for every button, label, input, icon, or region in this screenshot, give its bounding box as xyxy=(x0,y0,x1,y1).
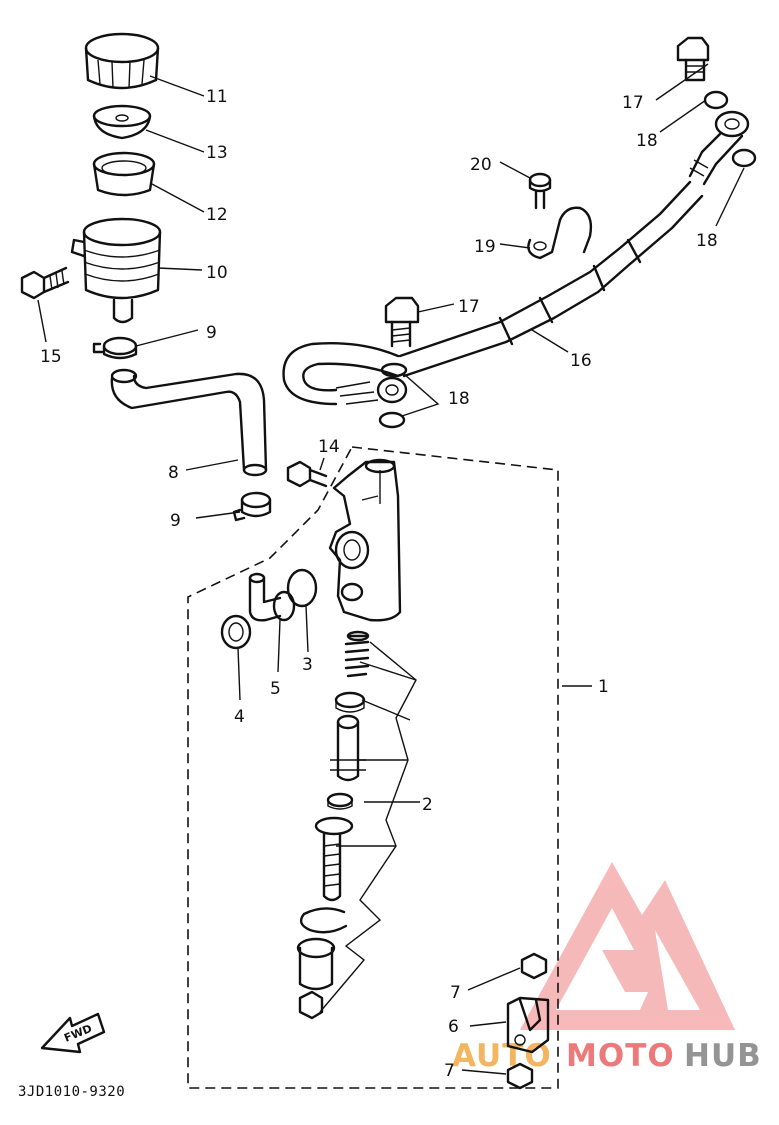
label-13: 13 xyxy=(206,143,228,163)
reservoir-bolt xyxy=(20,266,70,300)
label-7a: 7 xyxy=(450,983,461,1003)
circlip xyxy=(220,614,252,650)
label-9b: 9 xyxy=(170,511,181,531)
label-15: 15 xyxy=(40,347,62,367)
washer-b xyxy=(378,411,406,429)
label-20: 20 xyxy=(470,155,492,175)
label-7b: 7 xyxy=(444,1061,455,1081)
diagram-code: 3JD1010-9320 xyxy=(18,1084,125,1100)
label-9a: 9 xyxy=(206,323,217,343)
leader-lines xyxy=(37,63,745,1075)
washer-d xyxy=(731,148,757,168)
label-18b: 18 xyxy=(636,131,658,151)
label-12: 12 xyxy=(206,205,228,225)
piston-kit xyxy=(296,630,370,1020)
label-11: 11 xyxy=(206,87,228,107)
nut-upper xyxy=(520,952,548,980)
master-cylinder-body xyxy=(328,458,402,622)
hose-guide xyxy=(527,206,593,260)
label-2: 2 xyxy=(422,795,433,815)
label-18c: 18 xyxy=(696,231,718,251)
reservoir-cap xyxy=(84,32,160,90)
fwd-arrow: FWD xyxy=(40,1012,106,1054)
label-17b: 17 xyxy=(622,93,644,113)
svg-text:AUTO: AUTO xyxy=(452,1038,552,1074)
diaphragm xyxy=(92,151,156,197)
washer-a xyxy=(380,362,408,378)
label-10: 10 xyxy=(206,263,228,283)
watermark-text: AUTO MOTO HUB xyxy=(452,1038,762,1074)
clevis xyxy=(506,996,550,1054)
label-1: 1 xyxy=(598,677,609,697)
washer-c xyxy=(703,90,729,110)
union-bolt-upper xyxy=(676,36,710,82)
svg-text:HUB: HUB xyxy=(684,1038,762,1074)
label-4: 4 xyxy=(234,707,245,727)
nut-lower xyxy=(506,1062,534,1090)
reservoir-tank xyxy=(70,217,162,324)
union-bolt-lower xyxy=(384,296,420,348)
label-18a: 18 xyxy=(448,389,470,409)
hose-clamp-lower xyxy=(232,491,272,522)
part-labels: 11 13 12 10 15 9 8 9 4 5 3 14 17 16 18 1… xyxy=(40,87,718,1081)
watermark-logo xyxy=(520,862,735,1030)
hose-joint xyxy=(248,572,296,622)
label-16: 16 xyxy=(570,351,592,371)
label-8: 8 xyxy=(168,463,179,483)
label-17a: 17 xyxy=(458,297,480,317)
label-5: 5 xyxy=(270,679,281,699)
banjo-lower xyxy=(376,376,408,404)
reservoir-hose xyxy=(110,368,268,477)
banjo-upper xyxy=(688,110,750,186)
body-screw xyxy=(286,460,328,488)
diaphragm-plate xyxy=(92,104,152,140)
assembly-boundary xyxy=(187,446,559,1089)
label-14: 14 xyxy=(318,437,340,457)
guide-bolt xyxy=(528,172,552,210)
svg-text:MOTO: MOTO xyxy=(566,1038,675,1074)
label-6: 6 xyxy=(448,1017,459,1037)
svg-text:FWD: FWD xyxy=(62,1022,94,1045)
label-3: 3 xyxy=(302,655,313,675)
label-19: 19 xyxy=(474,237,496,257)
brake-hose xyxy=(282,180,704,406)
hose-clamp-upper xyxy=(92,336,138,360)
o-ring xyxy=(286,568,318,608)
